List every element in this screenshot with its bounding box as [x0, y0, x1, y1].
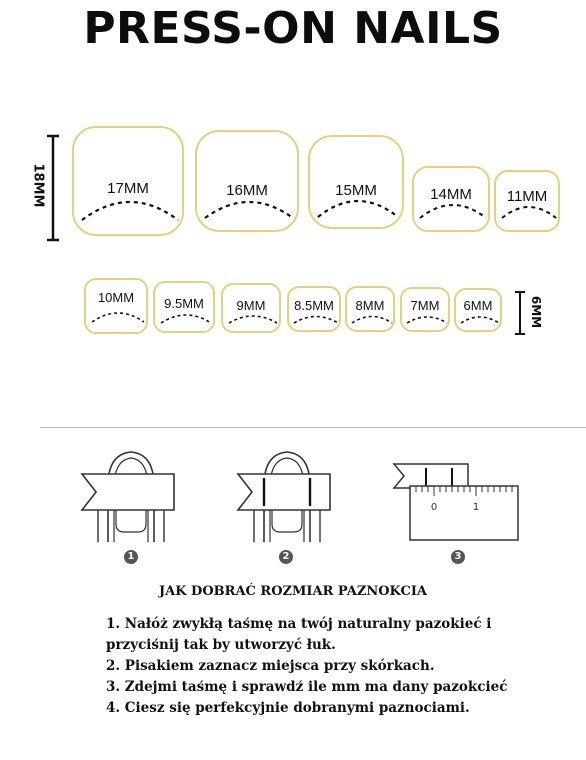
nail-8-5mm: 8.5MM [287, 286, 341, 332]
nail-size-label: 7MM [410, 298, 440, 313]
nail-10mm: 10MM [84, 278, 148, 334]
nail-9-5mm: 9.5MM [153, 281, 215, 333]
height-dimension-6mm [515, 291, 525, 335]
cuticle-dash-line [317, 199, 399, 218]
height-dimension-18mm [47, 134, 59, 242]
cuticle-dash-line [351, 315, 393, 324]
instruction-line: 3. Zdejmi taśmę i sprawdź ile mm ma dany… [106, 679, 508, 695]
instructions-title: JAK DOBRAĆ ROZMIAR PAZNOKCIA [159, 584, 427, 599]
nail-9mm: 9MM [221, 283, 281, 333]
nail-size-label: 14MM [430, 186, 472, 203]
instruction-line: przyciśnij tak by utworzyć łuk. [106, 637, 336, 653]
nail-size-label: 10MM [97, 290, 135, 305]
step-number-3: 3 [451, 550, 465, 564]
nail-7mm: 7MM [400, 287, 450, 332]
nail-size-label: 17MM [107, 180, 149, 197]
nail-size-label: 11MM [506, 188, 548, 205]
nail-size-label: 6MM [463, 298, 493, 313]
nail-6mm: 6MM [454, 288, 502, 332]
nail-size-label: 9MM [236, 298, 266, 313]
instruction-line: 1. Nałóż zwykłą taśmę na twój naturalny … [106, 616, 492, 632]
nail-size-label: 16MM [226, 182, 268, 199]
cuticle-dash-line [81, 201, 179, 221]
cuticle-dash-line [91, 312, 145, 323]
nail-size-label: 15MM [335, 182, 377, 199]
nail-size-label: 9.5MM [164, 296, 204, 311]
nail-14mm: 14MM [412, 166, 490, 232]
nail-11mm: 11MM [494, 170, 560, 232]
nail-15mm: 15MM [308, 135, 404, 229]
nail-size-label: 8MM [355, 298, 385, 313]
step-1-tape-illustration [80, 451, 175, 542]
cuticle-dash-line [204, 201, 294, 219]
step-3-ruler-illustration: 0 1 [392, 463, 519, 541]
step-number-2: 2 [279, 550, 293, 564]
cuticle-dash-line [406, 316, 448, 324]
cuticle-dash-line [228, 315, 278, 324]
nail-8mm: 8MM [345, 286, 395, 332]
ruler-tick-0: 0 [431, 502, 437, 513]
height-label-6mm: 6MM [529, 295, 543, 329]
step-2-marker-illustration [236, 451, 331, 542]
cuticle-dash-line [160, 314, 212, 324]
nail-16mm: 16MM [195, 130, 299, 232]
step-number-1: 1 [124, 550, 138, 564]
nail-17mm: 17MM [72, 126, 184, 236]
instruction-line: 2. Pisakiem zaznacz miejsca przy skórkac… [106, 658, 435, 674]
divider [40, 427, 586, 428]
height-label-18mm: 18MM [30, 163, 46, 208]
page-title: PRESS-ON NAILS [83, 3, 503, 54]
instruction-line: 4. Ciesz się perfekcyjnie dobranymi pazn… [106, 700, 470, 716]
cuticle-dash-line [501, 206, 557, 219]
instructions-list: 1. Nałóż zwykłą taśmę na twój naturalny … [106, 614, 576, 719]
cuticle-dash-line [419, 204, 487, 219]
cuticle-dash-line [460, 316, 500, 324]
ruler-tick-1: 1 [473, 502, 479, 513]
nail-size-label: 8.5MM [294, 298, 334, 313]
cuticle-dash-line [293, 315, 339, 324]
